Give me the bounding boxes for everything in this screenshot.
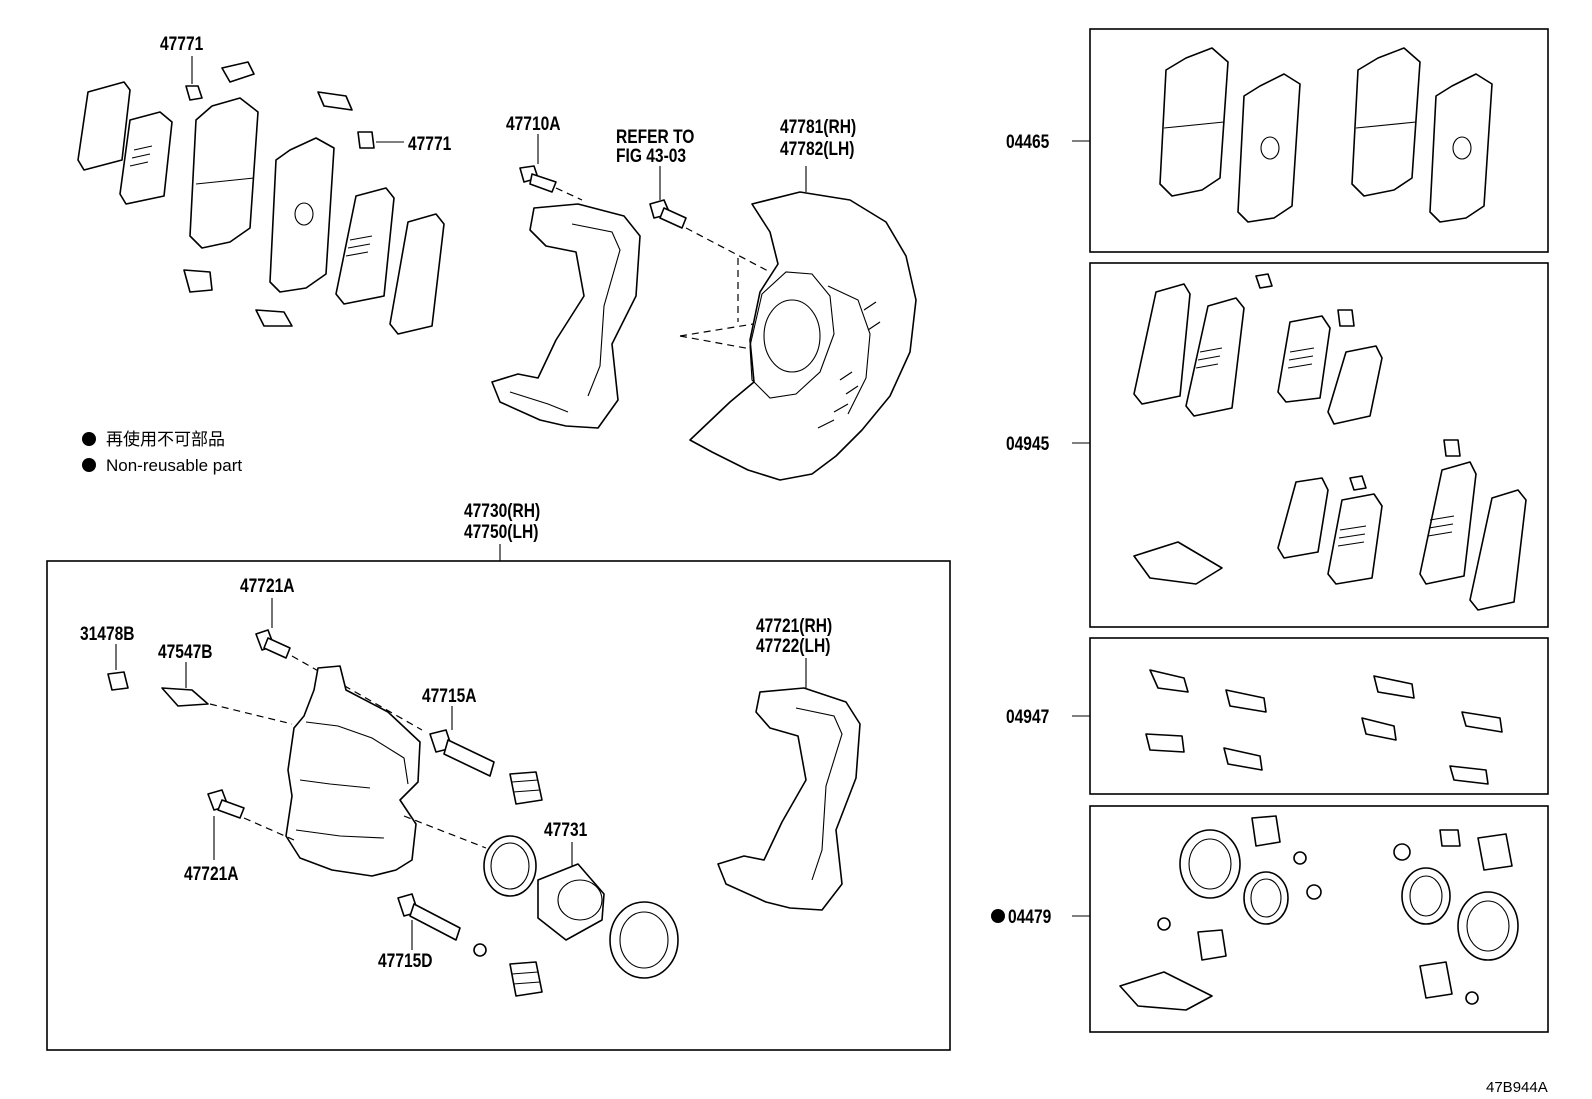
pad-shim-group xyxy=(77,56,445,335)
bullet-icon xyxy=(991,909,1005,923)
label-kit-pads: 04465 xyxy=(1006,131,1050,153)
label-kit-seals: 04479 xyxy=(1008,906,1052,928)
kit-box-shims xyxy=(1089,262,1549,628)
label-refer-line2: FIG 43-03 xyxy=(616,145,686,167)
label-cap: 31478B xyxy=(80,623,135,645)
kit-box-seals xyxy=(1089,805,1549,1033)
label-bolt-a-top: 47721A xyxy=(240,575,295,597)
caliper-assembly-box xyxy=(46,560,951,1051)
figure-code: 47B944A xyxy=(1486,1079,1548,1096)
label-guide-pin-d: 47715D xyxy=(378,950,433,972)
label-bracket-rh: 47721(RH) xyxy=(756,615,832,637)
label-clip-top: 47771 xyxy=(160,33,204,55)
kit-shims-drawing xyxy=(1133,273,1527,611)
label-clip-right: 47771 xyxy=(408,133,452,155)
label-bleeder: 47547B xyxy=(158,641,213,663)
legend-en: Non-reusable part xyxy=(106,456,242,475)
label-shield-lh: 47782(LH) xyxy=(780,138,854,160)
dust-shield xyxy=(689,166,917,481)
label-mount-bolt: 47710A xyxy=(506,113,561,135)
label-shield-rh: 47781(RH) xyxy=(780,116,856,138)
kit-clips-drawing xyxy=(1145,669,1503,785)
label-bracket-lh: 47722(LH) xyxy=(756,635,830,657)
label-caliper-lh: 47750(LH) xyxy=(464,521,538,543)
caliper-parts xyxy=(107,598,861,997)
label-guide-pin-a: 47715A xyxy=(422,685,477,707)
kit-seals-drawing xyxy=(1119,815,1519,1011)
label-kit-clips: 04947 xyxy=(1006,706,1049,728)
legend-jp: 再使用不可部品 xyxy=(106,429,225,449)
label-caliper-rh: 47730(RH) xyxy=(464,500,540,522)
label-bolt-a-bottom: 47721A xyxy=(184,863,239,885)
mount-bracket-group xyxy=(491,134,801,429)
kit-pads-drawing xyxy=(1159,47,1493,223)
bullet-icon xyxy=(82,458,96,472)
label-piston: 47731 xyxy=(544,819,588,841)
label-refer-line1: REFER TO xyxy=(616,126,694,148)
bullet-icon xyxy=(82,432,96,446)
label-kit-shims: 04945 xyxy=(1006,433,1050,455)
legend xyxy=(82,432,96,472)
